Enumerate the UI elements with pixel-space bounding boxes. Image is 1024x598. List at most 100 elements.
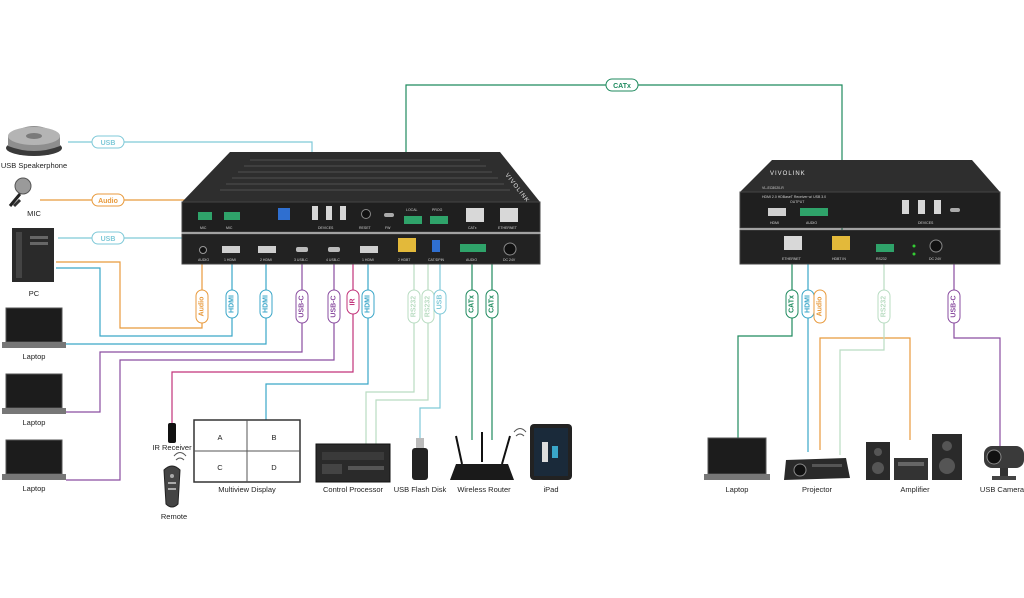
tx-tag-label-6: HDMI xyxy=(365,295,372,313)
rx-led-1 xyxy=(912,244,916,248)
tx-dc-jack[interactable] xyxy=(503,242,517,256)
mic-label: MIC xyxy=(27,209,41,218)
tx-bottom-label-3: 3 USB-C xyxy=(294,258,308,262)
rx-hdmi-out[interactable] xyxy=(768,208,786,216)
receiver-model: VL-EC8020-R xyxy=(762,186,784,190)
ipad-label: iPad xyxy=(543,485,558,494)
rx-usb-port-2[interactable] xyxy=(918,200,925,214)
tx-terminal-1[interactable] xyxy=(198,212,212,220)
tx-bottom-label-6: 2 HDBT xyxy=(398,258,411,262)
rx-laptop-label: Laptop xyxy=(726,485,749,494)
rx-usb-port-3[interactable] xyxy=(934,200,941,214)
amplifier: Amplifier xyxy=(866,434,962,494)
laptop-2: Laptop xyxy=(2,373,66,427)
remote-control: Remote xyxy=(161,452,187,521)
tx-tag-10 xyxy=(465,289,479,319)
multiview-hdmi-cable xyxy=(265,262,369,420)
rx-tag-0 xyxy=(785,289,799,319)
tx-usbc-in-4[interactable] xyxy=(328,247,340,252)
rx-rs232-terminal[interactable] xyxy=(876,244,894,252)
rx-usb-port-1[interactable] xyxy=(902,200,909,214)
rx-hdbt-in-port[interactable] xyxy=(832,236,850,250)
tx-reset-button[interactable] xyxy=(361,209,371,219)
tx-usb-a-blue[interactable] xyxy=(432,240,440,252)
tx-usb-b-port[interactable] xyxy=(278,208,290,220)
rx-audio-terminal[interactable] xyxy=(800,208,828,216)
tx-devices-label: DEVICES xyxy=(318,226,334,230)
rx-amp-audio-cable xyxy=(819,337,911,450)
tx-tag-label-7: RS232 xyxy=(411,296,418,318)
tx-catx-label: CATx xyxy=(468,226,477,230)
tx-audio-jack[interactable] xyxy=(199,246,207,254)
receiver-subtitle: HDMI 2.0 HDBaseT Receiver w/ USB 3.0 xyxy=(762,195,826,199)
multiview-cell-d: D xyxy=(271,463,277,472)
pc-device: PC xyxy=(12,228,54,298)
mic-audio-tag-text: Audio xyxy=(98,198,118,205)
rx-tag-label-1: HDMI xyxy=(805,295,812,313)
tx-usbc-in-3[interactable] xyxy=(296,247,308,252)
tx-mic-label-1: MIC xyxy=(200,226,207,230)
tx-tag-5 xyxy=(346,289,360,315)
tx-hdbt-port[interactable] xyxy=(398,238,416,252)
tx-ethernet-label: ETHERNET xyxy=(498,226,518,230)
projector-label: Projector xyxy=(802,485,833,494)
ir-receiver-label: IR Receiver xyxy=(152,443,192,452)
control-processor: Control Processor xyxy=(315,443,391,494)
tx-ethernet-port[interactable] xyxy=(500,208,518,222)
ipad-device: iPad xyxy=(530,424,572,494)
rx-usbc-port[interactable] xyxy=(950,208,960,212)
tx-tag-label-2: HDMI xyxy=(263,295,270,313)
tx-hdmi-in-1[interactable] xyxy=(222,246,240,253)
tx-bottom-label-2: 2 HDMI xyxy=(260,258,272,262)
tx-local-terminal[interactable] xyxy=(404,216,422,224)
rx-dc-jack[interactable] xyxy=(929,239,943,253)
tx-audio-terminal[interactable] xyxy=(460,244,486,252)
tx-usb-port-3[interactable] xyxy=(340,206,346,220)
rx-laptop: Laptop xyxy=(704,437,770,494)
tx-bottom-label-1: 1 HDMI xyxy=(224,258,236,262)
usb-flash-disk: USB Flash Disk xyxy=(394,438,447,494)
rx-tag-label-2: Audio xyxy=(817,297,824,317)
catx-link-tag: CATx xyxy=(605,78,639,92)
tx-tag-7 xyxy=(407,289,421,324)
rx-rs232-cable xyxy=(839,262,885,455)
remote-label: Remote xyxy=(161,512,187,521)
laptop-1: Laptop xyxy=(2,307,66,361)
rx-tag-label-0: CATx xyxy=(789,295,796,313)
tx-bottom-label-5: 1 HDMI xyxy=(362,258,374,262)
tx-fw-port[interactable] xyxy=(384,213,394,217)
laptop-2-label: Laptop xyxy=(23,418,46,427)
tx-usb-port-2[interactable] xyxy=(326,206,332,220)
pc-usb-tag-text: USB xyxy=(101,236,116,243)
laptop-3-label: Laptop xyxy=(23,484,46,493)
wireless-router: Wireless Router xyxy=(450,428,527,494)
laptop1-hdmi-cable xyxy=(64,262,267,345)
tx-tag-9 xyxy=(433,289,447,315)
laptop3-usbc-cable xyxy=(66,262,335,481)
tx-hdmi-in-2[interactable] xyxy=(258,246,276,253)
tx-hdbt-out-port[interactable] xyxy=(466,208,484,222)
transmitter-unit: VIVOLINK MIC MIC DEVICES RESET FW LOCAL … xyxy=(181,152,541,265)
pc-audio-cable xyxy=(56,261,203,329)
rx-led-2 xyxy=(912,252,916,256)
usb-speakerphone-tag: USB xyxy=(91,135,125,149)
tx-prog-terminal[interactable] xyxy=(430,216,448,224)
rs232-cable-a xyxy=(365,262,415,445)
rx-ethernet-port[interactable] xyxy=(784,236,802,250)
rx-hdbt-in-label: HDBT IN xyxy=(832,257,846,261)
tx-tag-2 xyxy=(259,289,273,319)
tx-tag-label-10: CATx xyxy=(469,295,476,313)
rx-laptop-catx-cable xyxy=(737,262,793,440)
tx-terminal-2[interactable] xyxy=(224,212,240,220)
tx-usb-port-1[interactable] xyxy=(312,206,318,220)
rx-output-label: OUTPUT xyxy=(790,200,805,204)
tx-hdmi-out[interactable] xyxy=(360,246,378,253)
tx-tag-11 xyxy=(485,289,499,319)
laptop-1-label: Laptop xyxy=(23,352,46,361)
projector: Projector xyxy=(784,458,850,494)
catx-link-label: CATx xyxy=(613,83,631,90)
rx-tag-label-3: RS232 xyxy=(881,296,888,318)
